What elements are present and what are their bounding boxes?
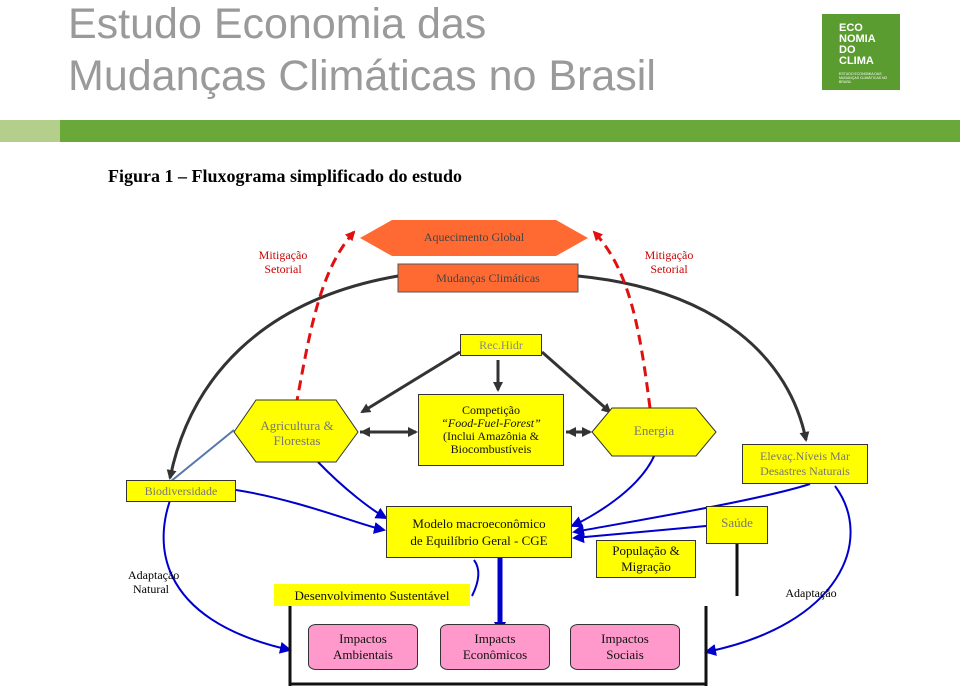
arrow-to-biodiversidade [166,274,399,480]
label-line: Elevaç.Níveis Mar [760,449,850,463]
header-bar-light [0,120,60,142]
biodiversidade-box: Biodiversidade [126,480,236,502]
label-line: Agricultura & [260,418,334,433]
aquecimento-global-label: Aquecimento Global [423,230,525,244]
label-line: Mitigação [258,248,308,262]
mitigacao-setorial-left: Mitigação Setorial [240,248,326,276]
logo-line: DO [839,44,856,56]
page-title: Estudo Economia das Mudanças Climáticas … [68,0,656,102]
label-line: Impacts [474,631,516,646]
logo-subtitle: ESTUDO ECONOMIA DAS MUDANÇAS CLIMÁTICAS … [839,72,888,84]
desenvolvimento-sustentavel-box: Desenvolvimento Sustentável [274,584,470,606]
label-line: Econômicos [462,647,528,662]
adaptacao-natural-label: Adaptação Natural [128,568,200,596]
mudancas-climaticas-box [397,263,579,293]
dashed-left-up [294,230,356,407]
curve-adaptacao [704,485,852,656]
curve-adaptacao-natural [162,485,292,654]
label-line: Modelo macroeconômico [412,516,546,531]
label-line: Setorial [650,262,688,276]
label-line: de Equilíbrio Geral - CGE [410,533,548,548]
logo-line: ECO [839,22,863,34]
label-line: Migração [621,559,671,574]
arrow-to-agricultura [360,350,461,414]
mudancas-climaticas-label: Mudanças Climáticas [436,271,540,285]
aquecimento-global-box [360,220,588,256]
blue-connectors [162,453,852,656]
economia-do-clima-logo: ECO NOMIA DO CLIMA ESTUDO ECONOMIA DAS M… [822,14,900,90]
label-line: Biocombustíveis [450,442,532,456]
header-bar [60,120,960,142]
line-desenvolvimento-modelo [471,559,480,597]
rec-hidr-box: Rec.Hidr [460,334,542,356]
impactos-sociais-box: Impactos Sociais [570,624,680,670]
mitigacao-setorial-right: Mitigação Setorial [626,248,712,276]
populacao-migracao-box: População & Migração [596,540,696,578]
arrow-to-elevacao [577,274,810,442]
label-line: Natural [133,582,169,596]
logo-line: CLIMA [839,55,874,67]
label-line: Florestas [273,433,321,448]
impactos-ambientais-box: Impactos Ambientais [308,624,418,670]
saude-box: Saúde [706,506,768,544]
label-line: Ambientais [333,647,393,662]
modelo-cge-box: Modelo macroeconômico de Equilíbrio Gera… [386,506,572,558]
energia-label: Energia [633,423,675,438]
line-saude-modelo [572,525,707,544]
adaptacao-label: Adaptação [785,586,837,600]
label-line: População & [612,543,680,558]
line-elevacao-modelo [572,483,811,537]
logo-wordmark: ECO NOMIA DO CLIMA [839,23,876,67]
arrow-to-energia [541,350,612,414]
label-line: Desastres Naturais [760,464,850,478]
competicao-box: Competição “Food-Fuel-Forest” (Inclui Am… [418,394,564,466]
label-line: (Inclui Amazônia & [443,429,539,443]
line-biodiversidade-modelo [235,489,386,534]
label-line: Competição [462,403,520,417]
impact-arrows [166,274,810,480]
title-line-2: Mudanças Climáticas no Brasil [68,52,656,100]
line-agricultura-biodiversidade [169,429,235,483]
impactos-economicos-box: Impacts Econômicos [440,624,550,670]
dashed-right-up [592,230,652,409]
figure-caption: Figura 1 – Fluxograma simplificado do es… [108,166,463,186]
label-line: Impactos [339,631,387,646]
agricultura-florestas-label: Agricultura & Florestas [238,418,356,448]
label-line: Sociais [606,647,644,662]
mitigacao-dashed-arrows [294,230,652,409]
label-line: Impactos [601,631,649,646]
label-line: “Food-Fuel-Forest” [441,416,541,430]
elevacao-desastres-box: Elevaç.Níveis Mar Desastres Naturais [742,444,868,484]
label-line: Setorial [264,262,302,276]
label-line: Adaptação [128,568,180,582]
line-agricultura-modelo [317,461,388,519]
logo-line: NOMIA [839,33,876,45]
line-energia-modelo [570,453,656,528]
label-line: Mitigação [644,248,694,262]
title-line-1: Estudo Economia das [68,0,487,48]
